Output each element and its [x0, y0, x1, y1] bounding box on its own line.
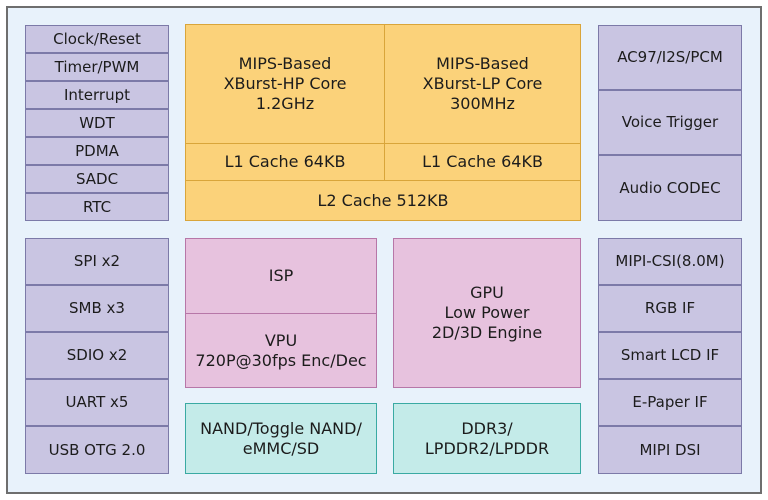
e-paper-if-block: E-Paper IF: [598, 379, 742, 426]
l2-cache-block: L2 Cache 512KB: [185, 180, 581, 221]
voice-trigger-block: Voice Trigger: [598, 90, 742, 155]
rtc-block: RTC: [25, 193, 169, 221]
lp-core-block: MIPS-Based XBurst-LP Core 300MHz: [384, 24, 581, 144]
sdio-block: SDIO x2: [25, 332, 169, 379]
ac97-i2s-pcm-block: AC97/I2S/PCM: [598, 25, 742, 90]
uart-block: UART x5: [25, 379, 169, 426]
hp-core-block: MIPS-Based XBurst-HP Core 1.2GHz: [185, 24, 385, 144]
nand-emmc-sd-block: NAND/Toggle NAND/ eMMC/SD: [185, 403, 377, 474]
timer-pwm-block: Timer/PWM: [25, 53, 169, 81]
smart-lcd-if-block: Smart LCD IF: [598, 332, 742, 379]
wdt-block: WDT: [25, 109, 169, 137]
pdma-block: PDMA: [25, 137, 169, 165]
rgb-if-block: RGB IF: [598, 285, 742, 332]
audio-codec-block: Audio CODEC: [598, 155, 742, 221]
interrupt-block: Interrupt: [25, 81, 169, 109]
mipi-dsi-block: MIPI DSI: [598, 426, 742, 474]
vpu-block: VPU 720P@30fps Enc/Dec: [185, 313, 377, 388]
isp-block: ISP: [185, 238, 377, 314]
clock-reset-block: Clock/Reset: [25, 25, 169, 53]
l1-cache-lp-block: L1 Cache 64KB: [384, 143, 581, 181]
ddr-block: DDR3/ LPDDR2/LPDDR: [393, 403, 581, 474]
usb-otg-block: USB OTG 2.0: [25, 426, 169, 474]
spi-block: SPI x2: [25, 238, 169, 285]
gpu-block: GPU Low Power 2D/3D Engine: [393, 238, 581, 388]
smb-block: SMB x3: [25, 285, 169, 332]
l1-cache-hp-block: L1 Cache 64KB: [185, 143, 385, 181]
mipi-csi-block: MIPI-CSI(8.0M): [598, 238, 742, 285]
sadc-block: SADC: [25, 165, 169, 193]
